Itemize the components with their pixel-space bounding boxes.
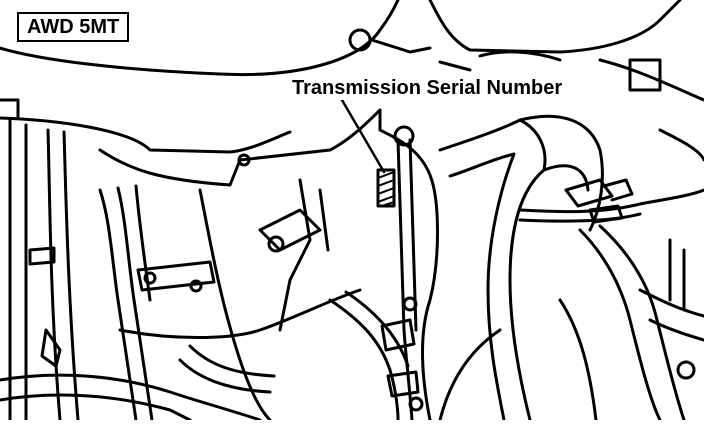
- right-hose-3: [578, 224, 686, 422]
- clamp-bolt: [143, 271, 157, 285]
- right-bracket: [628, 58, 662, 92]
- bottom-elbow: [178, 344, 276, 394]
- engine-right-housing: [598, 58, 704, 102]
- wire-harness: [518, 188, 704, 223]
- case-lower-lip: [118, 288, 362, 339]
- top-linkage: [370, 38, 562, 72]
- upper-cover-lower-edge: [0, 116, 292, 154]
- bolt-left: [189, 279, 203, 293]
- serial-number-plate-hatching: [377, 171, 395, 207]
- linkage-bolt: [267, 235, 285, 253]
- small-clip: [588, 204, 624, 224]
- bolt-lower: [408, 396, 424, 412]
- case-rib: [198, 188, 272, 422]
- hose-clamp: [136, 260, 216, 292]
- right-hose-1: [438, 118, 547, 422]
- right-edge-bolt: [676, 360, 696, 380]
- serial-callout-leader: [340, 98, 386, 174]
- transmission-case-outline: [98, 108, 439, 422]
- lower-left-fitting: [40, 328, 62, 368]
- rod-cap: [393, 125, 415, 147]
- vertical-rod: [396, 138, 418, 422]
- left-pipe-1: [8, 118, 28, 422]
- shift-lever: [278, 178, 330, 332]
- wire-connector: [564, 178, 634, 208]
- center-hose: [328, 290, 410, 422]
- center-hose-clamp-1: [380, 318, 416, 352]
- bolt-upper-case: [237, 153, 251, 167]
- left-fitting: [28, 246, 56, 266]
- bolt-center: [402, 296, 418, 312]
- upper-cover-outline: [0, 0, 400, 77]
- right-edge-pipe: [638, 288, 704, 342]
- right-edge-bracket: [658, 128, 704, 312]
- cover-bracket: [0, 98, 20, 120]
- right-hose-lower-outline: [438, 298, 598, 422]
- engine-top-right-outline: [428, 0, 682, 54]
- model-label: AWD 5MT: [17, 12, 130, 42]
- top-bolt: [348, 28, 372, 52]
- right-hose-1-inner: [448, 152, 516, 422]
- bottom-pipe: [0, 373, 262, 422]
- serial-number-callout: Transmission Serial Number: [290, 76, 565, 100]
- linkage-bracket: [258, 208, 322, 252]
- center-hose-clamp-2: [386, 370, 420, 398]
